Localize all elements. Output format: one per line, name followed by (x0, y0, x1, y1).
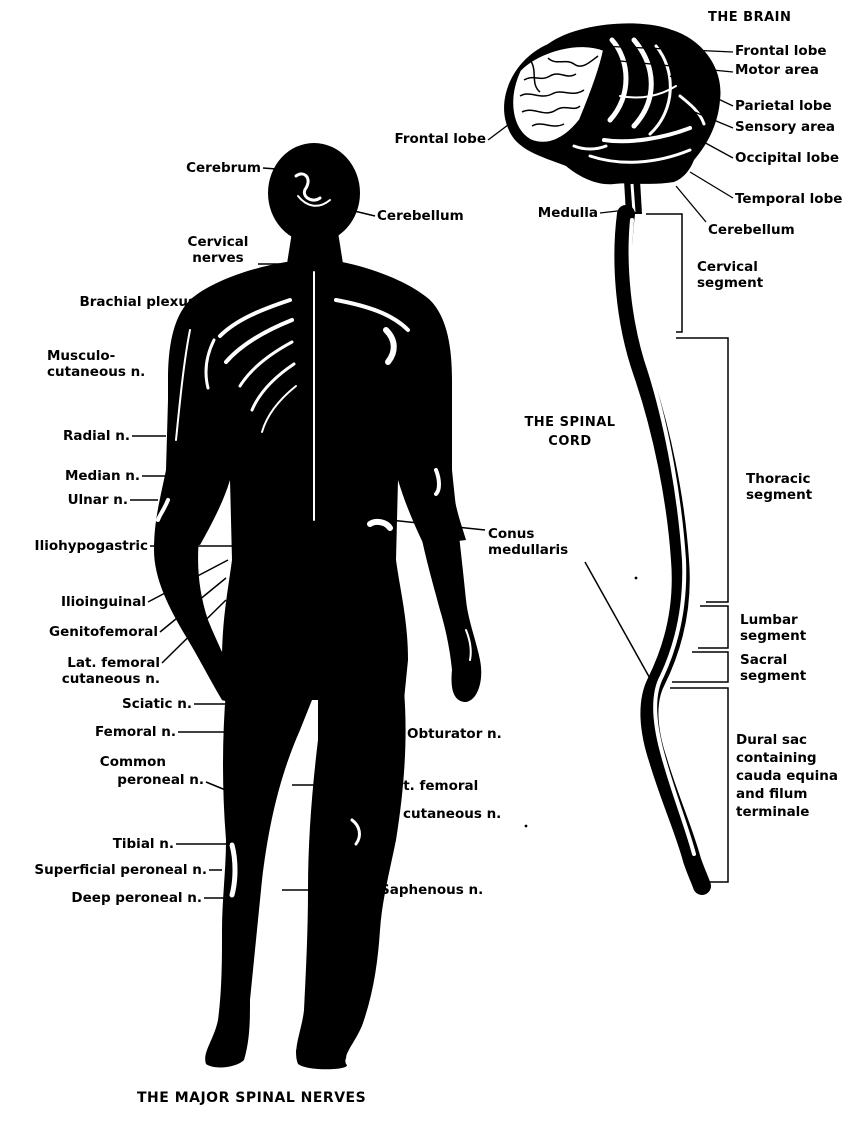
spinal-cord-title-line2: CORD (510, 433, 630, 450)
label-dural-sac-3: cauda equina (736, 768, 838, 784)
label-sciatic: Sciatic n. (40, 696, 192, 712)
label-frontal-lobe-right: Frontal lobe (735, 43, 827, 59)
label-cervical-nerves-1: Cervical (178, 234, 258, 250)
label-lumbar-segment-2: segment (740, 628, 806, 644)
label-tibial: Tibial n. (40, 836, 174, 852)
label-radial: Radial n. (20, 428, 130, 444)
label-conus-medullaris-2: medullaris (488, 542, 568, 558)
label-dural-sac-5: terminale (736, 804, 809, 820)
brain-title: THE BRAIN (708, 9, 791, 26)
label-dural-sac-4: and filum (736, 786, 807, 802)
label-parietal-lobe: Parietal lobe (735, 98, 832, 114)
label-ulnar: Ulnar n. (20, 492, 128, 508)
label-common-peroneal-2: peroneal n. (40, 772, 204, 788)
label-post-femoral-2: cutaneous n. (403, 806, 501, 822)
major-nerves-title: THE MAJOR SPINAL NERVES (137, 1090, 366, 1107)
label-dural-sac-1: Dural sac (736, 732, 807, 748)
brain-illustration (504, 23, 720, 214)
label-lumbar-segment-1: Lumbar (740, 612, 798, 628)
label-common-peroneal-1: Common (40, 754, 166, 770)
label-median: Median n. (20, 468, 140, 484)
label-frontal-lobe-left: Frontal lobe (370, 131, 486, 147)
label-lat-femoral-2: cutaneous n. (0, 671, 160, 687)
label-cervical-segment-2: segment (697, 275, 763, 291)
label-superficial-peroneal: Superficial peroneal n. (2, 862, 207, 878)
label-brain-cerebellum: Cerebellum (708, 222, 795, 238)
label-body-cerebellum: Cerebellum (377, 208, 464, 224)
label-femoral: Femoral n. (40, 724, 176, 740)
label-iliohypogastric: Iliohypogastric (0, 538, 148, 554)
spinal-cord-title-line1: THE SPINAL (510, 414, 630, 431)
body-figure (154, 143, 481, 1069)
label-sensory-area: Sensory area (735, 119, 835, 135)
label-lat-femoral-1: Lat. femoral (0, 655, 160, 671)
label-sacral-segment-1: Sacral (740, 652, 787, 668)
label-musculocutaneous-2: cutaneous n. (47, 364, 145, 380)
label-conus-medullaris-1: Conus (488, 526, 534, 542)
label-cervical-segment-1: Cervical (697, 259, 758, 275)
label-genitofemoral: Genitofemoral (0, 624, 158, 640)
label-medulla: Medulla (520, 205, 598, 221)
label-thoracic-segment-1: Thoracic (746, 471, 811, 487)
label-dural-sac-2: containing (736, 750, 817, 766)
label-cerebrum: Cerebrum (140, 160, 261, 176)
spinal-cord-illustration (623, 214, 702, 886)
label-occipital-lobe: Occipital lobe (735, 150, 839, 166)
label-temporal-lobe: Temporal lobe (735, 191, 842, 207)
label-post-femoral-1: Post. femoral (376, 778, 478, 794)
label-sacral-segment-2: segment (740, 668, 806, 684)
label-motor-area: Motor area (735, 62, 819, 78)
label-deep-peroneal: Deep peroneal n. (20, 890, 202, 906)
label-saphenous: Saphenous n. (380, 882, 483, 898)
label-thoracic-segment-2: segment (746, 487, 812, 503)
label-musculocutaneous-1: Musculo- (47, 348, 115, 364)
label-cervical-nerves-2: nerves (178, 250, 258, 266)
label-ilioinguinal: Ilioinguinal (10, 594, 146, 610)
label-brachial-plexus: Brachial plexus (40, 294, 196, 310)
label-obturator: Obturator n. (407, 726, 502, 742)
